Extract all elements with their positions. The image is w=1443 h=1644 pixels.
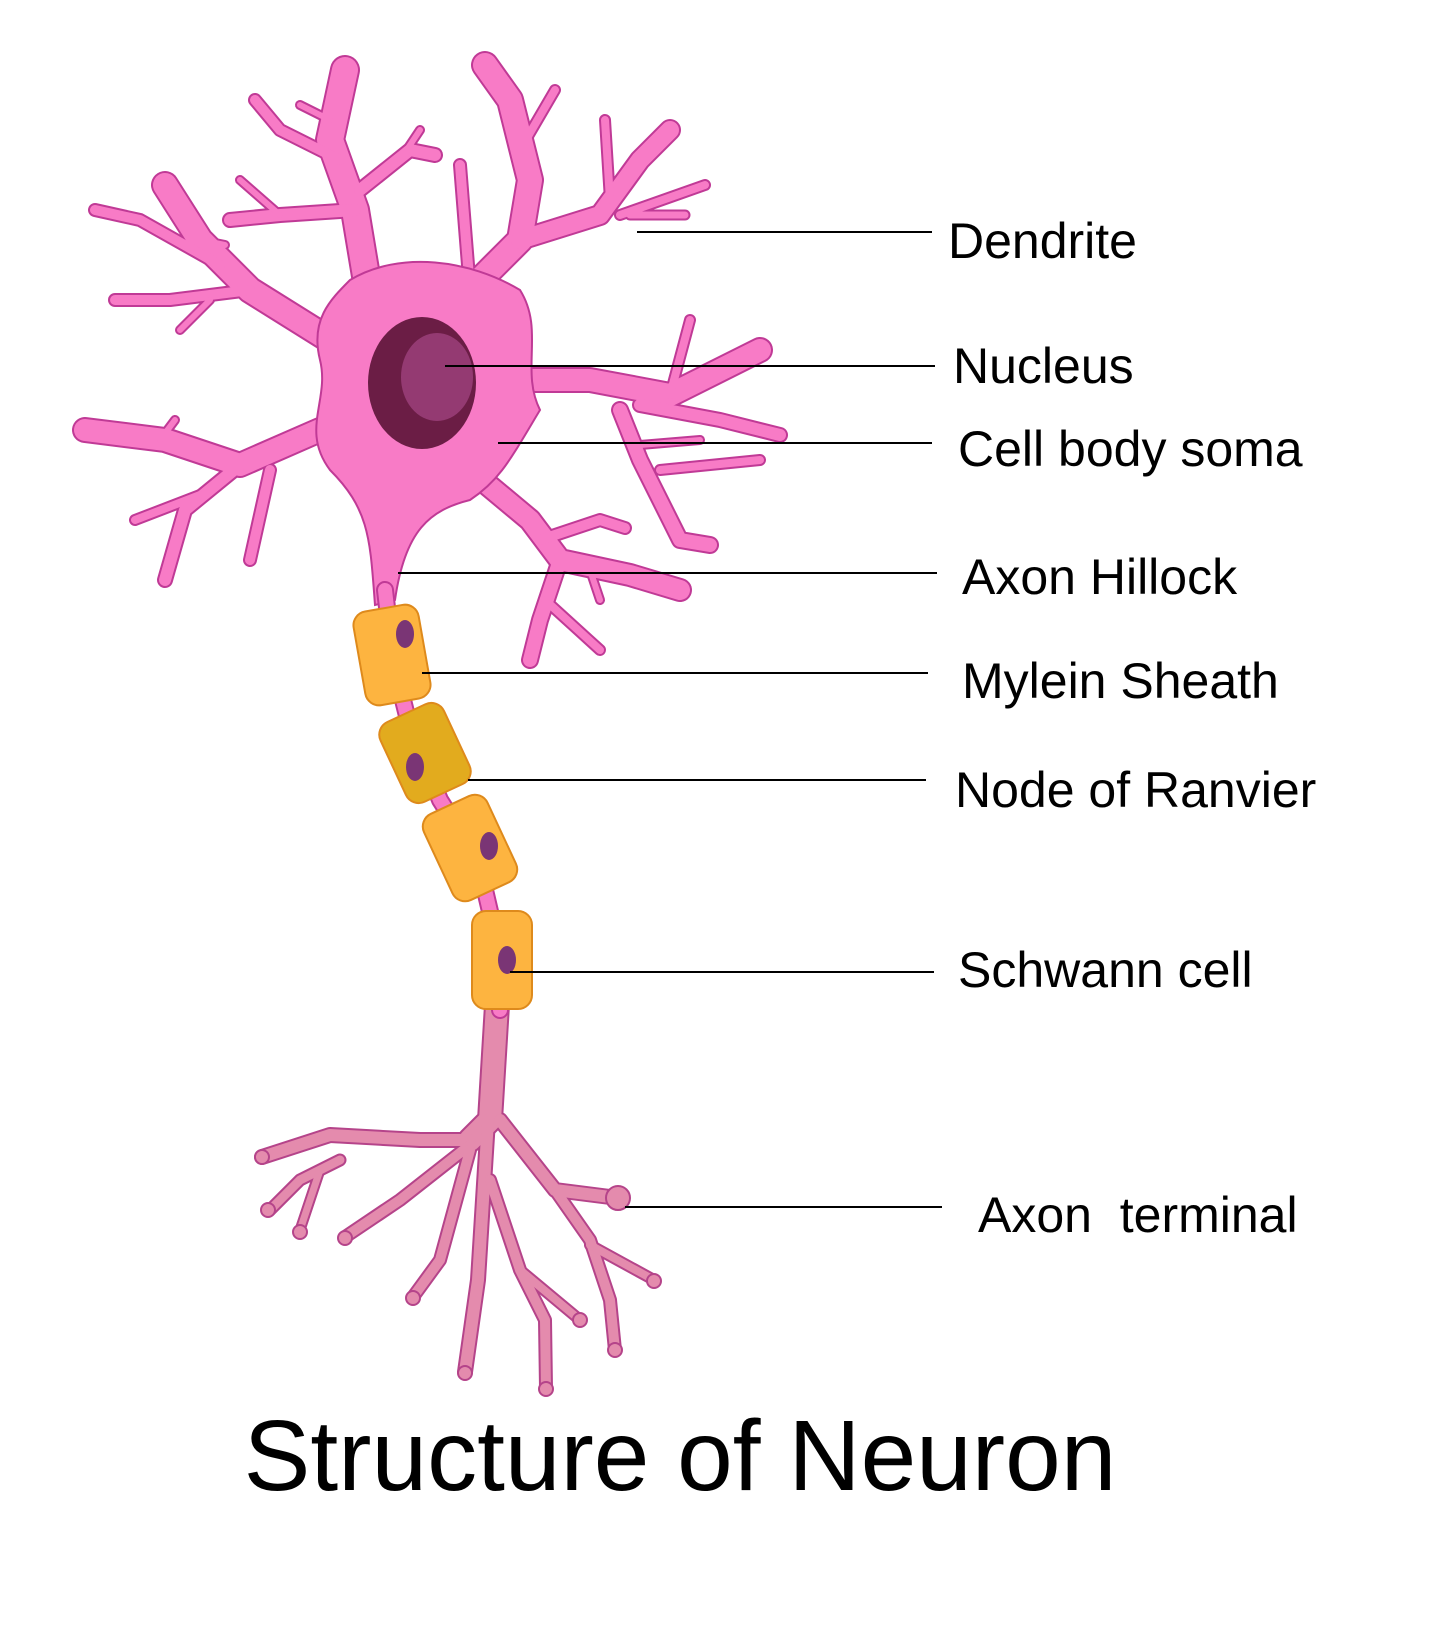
dendrite-branch bbox=[131, 491, 204, 524]
dendrite-branch bbox=[601, 116, 614, 204]
dendrite-branch bbox=[177, 297, 213, 333]
terminal-knob bbox=[646, 1273, 662, 1289]
dendrite-branch bbox=[159, 459, 246, 586]
leader-lines bbox=[398, 231, 942, 1208]
dendrite-branch bbox=[523, 553, 567, 667]
dendrite-branch bbox=[110, 285, 255, 305]
axon-terminal-branch bbox=[586, 1241, 658, 1284]
schwann-cell-body bbox=[421, 793, 519, 903]
dendrite-branch bbox=[237, 177, 283, 218]
axon-terminal-branch bbox=[340, 1140, 475, 1242]
nucleus bbox=[368, 317, 476, 449]
dendrite-branch bbox=[448, 53, 542, 312]
terminal-knob bbox=[260, 1202, 276, 1218]
dendrite-branch bbox=[666, 316, 694, 399]
axon-terminal-branch bbox=[265, 1155, 345, 1215]
diagram-title: Structure of Neuron bbox=[244, 1400, 1117, 1512]
dendrite-branch bbox=[634, 399, 786, 441]
axon-terminal-branch bbox=[256, 1129, 476, 1163]
axon-terminal bbox=[254, 992, 662, 1397]
dendrite-branch bbox=[587, 567, 603, 603]
dendrite-branch bbox=[656, 456, 764, 474]
terminal-knob bbox=[538, 1381, 554, 1397]
label-schwann-cell: Schwann cell bbox=[958, 942, 1253, 998]
schwann-cell-nucleus bbox=[498, 946, 516, 974]
terminal-knob bbox=[254, 1149, 270, 1165]
nucleus-inner bbox=[401, 333, 473, 421]
schwann-cell bbox=[352, 603, 432, 707]
terminal-knob bbox=[607, 1342, 623, 1358]
axon-terminal-branch bbox=[459, 1114, 494, 1378]
dendrite-branch bbox=[74, 419, 331, 476]
schwann-cell bbox=[421, 793, 519, 903]
dendrite-branch bbox=[516, 86, 559, 154]
schwann-cell-nucleus bbox=[396, 620, 414, 648]
label-dendrite: Dendrite bbox=[948, 213, 1137, 269]
dendrite-branch bbox=[616, 181, 709, 219]
terminal-knob bbox=[605, 1185, 631, 1211]
dendrite-branch bbox=[245, 465, 275, 565]
schwann-cell bbox=[378, 701, 472, 805]
terminal-knob bbox=[457, 1365, 473, 1381]
myelin-sheath bbox=[352, 603, 533, 1010]
dendrite-branch bbox=[250, 95, 345, 165]
terminal-knob bbox=[572, 1312, 588, 1328]
dendrites bbox=[72, 51, 788, 669]
dendrite-branch bbox=[297, 102, 333, 123]
terminal-knob bbox=[292, 1224, 308, 1240]
schwann-cell-nucleus bbox=[480, 832, 498, 860]
dendrite-branch bbox=[397, 127, 423, 163]
schwann-cell-body bbox=[352, 603, 432, 707]
label-nucleus: Nucleus bbox=[953, 338, 1134, 394]
label-axon-hillock: Axon Hillock bbox=[962, 549, 1238, 605]
terminal-knob bbox=[337, 1230, 353, 1246]
axon-terminal-branch bbox=[550, 1185, 620, 1355]
schwann-cell-nucleus bbox=[406, 753, 424, 781]
dendrite-branch bbox=[157, 417, 178, 443]
dendrite-branch bbox=[541, 596, 604, 654]
axon-terminal-branch bbox=[485, 1175, 551, 1393]
dendrite-branch bbox=[90, 205, 225, 270]
label-axon-terminal: Axon terminal bbox=[978, 1187, 1298, 1243]
dendrite-branch bbox=[511, 121, 679, 249]
dendrite-branch bbox=[613, 403, 717, 552]
dendrite-branch bbox=[535, 515, 630, 545]
axon-terminal-branch bbox=[408, 1145, 475, 1302]
axon-terminal-branch bbox=[516, 1266, 584, 1324]
dendrite-branch bbox=[197, 237, 228, 248]
label-myelin-sheath: Mylein Sheath bbox=[962, 653, 1279, 709]
terminal-knob bbox=[405, 1290, 421, 1306]
label-node-of-ranvier: Node of Ranvier bbox=[955, 762, 1316, 818]
schwann-cell-body bbox=[378, 701, 472, 805]
axon-terminal-branch bbox=[296, 1166, 324, 1234]
dendrite-branch bbox=[317, 57, 383, 313]
label-cell-body: Cell body soma bbox=[958, 421, 1303, 477]
dendrite-branch bbox=[489, 339, 771, 406]
